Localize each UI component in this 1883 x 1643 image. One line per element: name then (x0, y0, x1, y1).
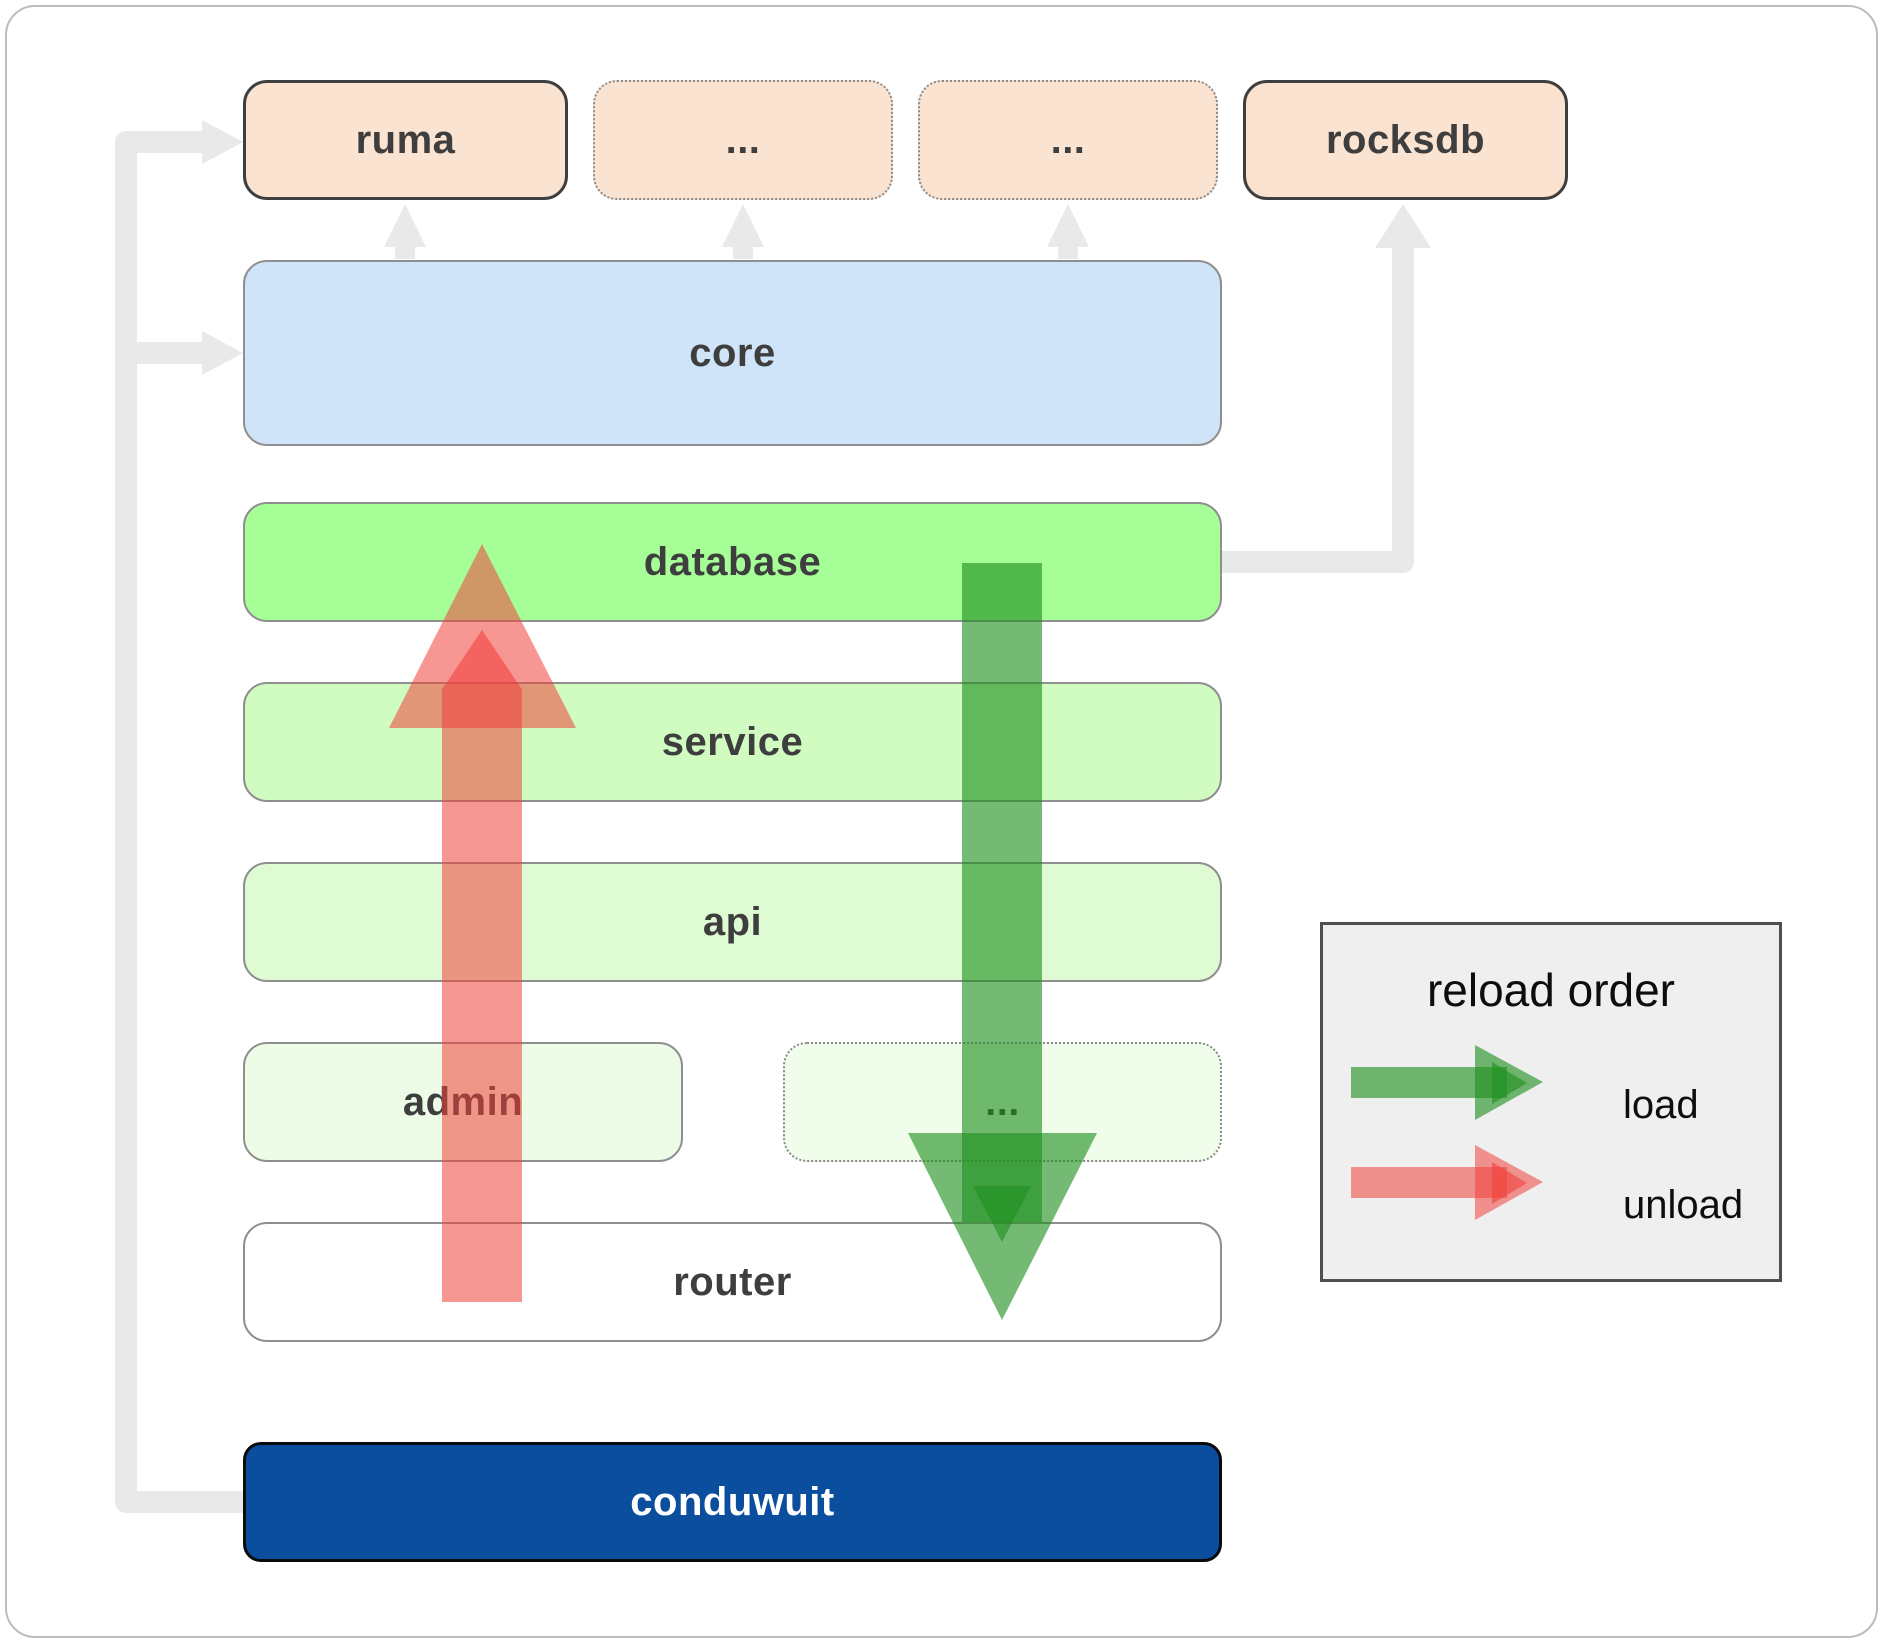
node-service: service (243, 682, 1222, 802)
node-core: core (243, 260, 1222, 446)
node-ellipsis-3-label: ... (985, 1079, 1020, 1124)
node-api-label: api (702, 899, 763, 944)
legend-load-label: load (1623, 1083, 1699, 1127)
node-rocksdb: rocksdb (1243, 80, 1568, 200)
node-admin: admin (243, 1042, 683, 1162)
node-ellipsis-1-label: ... (725, 117, 761, 162)
node-rocksdb-label: rocksdb (1325, 117, 1486, 162)
legend-title: reload order (1426, 964, 1676, 1016)
node-ruma-label: ruma (355, 117, 456, 162)
node-database-label: database (643, 539, 822, 584)
legend: reload order load unload (1320, 922, 1782, 1282)
node-database: database (243, 502, 1222, 622)
node-admin-label: admin (402, 1079, 524, 1124)
node-conduwuit-label: conduwuit (630, 1479, 835, 1524)
node-core-label: core (689, 330, 776, 375)
node-ellipsis-2: ... (918, 80, 1218, 200)
node-ruma: ruma (243, 80, 568, 200)
node-ellipsis-2-label: ... (1050, 117, 1086, 162)
node-ellipsis-3: ... (783, 1042, 1222, 1162)
node-conduwuit: conduwuit (243, 1442, 1222, 1562)
legend-unload-label: unload (1623, 1183, 1744, 1227)
node-api: api (243, 862, 1222, 982)
node-router-label: router (673, 1259, 792, 1304)
node-service-label: service (661, 719, 804, 764)
page-border (5, 5, 1878, 1638)
node-router: router (243, 1222, 1222, 1342)
node-ellipsis-1: ... (593, 80, 893, 200)
